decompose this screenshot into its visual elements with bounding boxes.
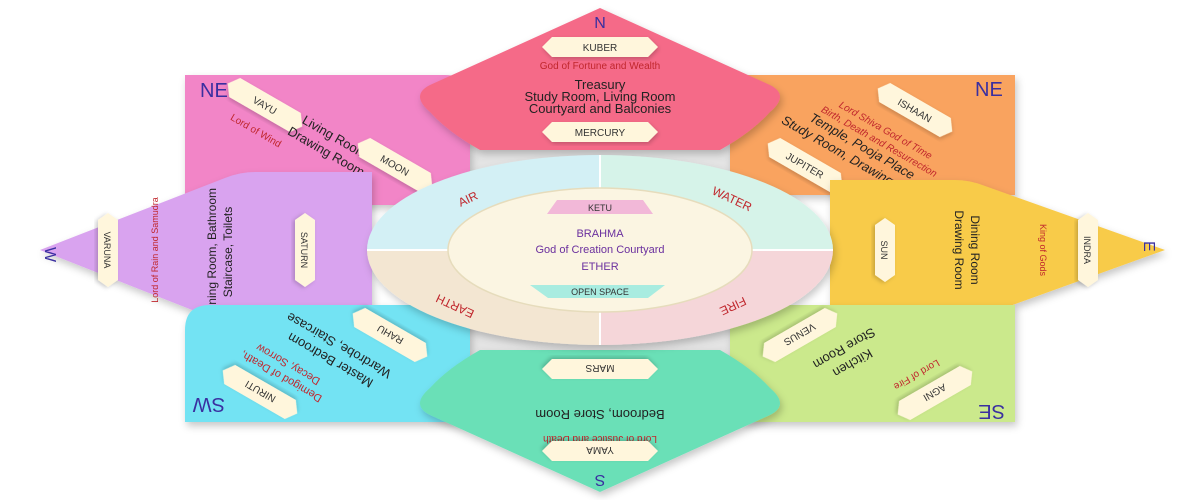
sector-west: W VARUNA Lord of Rain and Samudra Dining… xyxy=(40,172,372,330)
west-deity-pill xyxy=(98,213,118,287)
southwest-deity-pill xyxy=(222,364,298,420)
center-top-badge: KETU xyxy=(588,203,612,213)
center-subtitle: God of Creation Courtyard xyxy=(535,244,664,256)
north-direction: N xyxy=(594,15,606,32)
northeast-planet-pill xyxy=(767,137,843,193)
sector-north-shape xyxy=(420,8,780,150)
north-room1: Treasury xyxy=(575,77,626,92)
west-planet: SATURN xyxy=(299,232,309,268)
west-room1: Dining Room, Bathroom xyxy=(205,188,219,316)
center-title: BRAHMA xyxy=(576,228,624,240)
south-planet: MARS xyxy=(585,362,614,373)
sector-south: MARS Bedroom, Store Room Lord of Justice… xyxy=(420,350,780,492)
northeast-deity-pill xyxy=(877,82,953,138)
south-desc: Lord of Justice and Death xyxy=(543,433,657,444)
west-direction: W xyxy=(41,247,58,263)
west-room2: Staircase, Toilets xyxy=(221,207,235,298)
sector-west-shape xyxy=(40,172,372,330)
south-deity-pill xyxy=(542,441,658,461)
east-deity-pill xyxy=(1078,213,1098,287)
south-direction: S xyxy=(595,471,606,488)
south-room1: Bedroom, Store Room xyxy=(535,407,664,422)
west-desc: Lord of Rain and Samudra xyxy=(150,197,160,303)
center-bottom-badge-shape xyxy=(530,285,665,298)
east-deity: INDRA xyxy=(1082,236,1092,264)
west-deity: VARUNA xyxy=(102,232,112,269)
sector-south-shape xyxy=(420,350,780,492)
east-planet-pill xyxy=(875,218,895,282)
sector-east: E INDRA King of Gods Dining Room Drawing… xyxy=(830,180,1165,322)
north-deity-pill xyxy=(542,37,658,57)
east-desc: King of Gods xyxy=(1038,224,1048,277)
sector-southwest: SW NIRUTI Demigod of Death, Decay, Sorro… xyxy=(185,305,470,422)
southwest-planet-pill xyxy=(352,307,428,363)
northwest-direction: NE xyxy=(200,80,228,102)
west-planet-pill xyxy=(295,213,315,287)
east-planet: SUN xyxy=(879,240,889,259)
north-planet-pill xyxy=(542,122,658,142)
center-bottom-badge: OPEN SPACE xyxy=(571,287,629,297)
southeast-planet-pill xyxy=(762,307,838,363)
south-planet-pill xyxy=(542,359,658,379)
southwest-direction: SW xyxy=(193,393,225,415)
southeast-direction: SE xyxy=(978,400,1005,422)
center-element: ETHER xyxy=(581,261,618,273)
northeast-direction: NE xyxy=(975,79,1003,101)
center-circle xyxy=(447,187,753,313)
north-deity: KUBER xyxy=(583,43,617,54)
north-room2: Study Room, Living Room xyxy=(524,89,675,104)
sector-north: N KUBER God of Fortune and Wealth Treasu… xyxy=(420,8,780,150)
east-direction: E xyxy=(1140,241,1157,252)
north-room3: Courtyard and Balconies xyxy=(529,101,672,116)
center-top-badge-shape xyxy=(547,200,653,214)
sector-southeast: SE AGNI Lord of Fire Kitchen Store Room … xyxy=(730,305,1015,422)
north-desc: God of Fortune and Wealth xyxy=(540,61,660,72)
northwest-planet-pill xyxy=(357,137,433,193)
northwest-deity-pill xyxy=(227,77,303,133)
north-planet: MERCURY xyxy=(575,128,626,139)
east-room2: Drawing Room xyxy=(952,210,966,289)
southeast-deity-pill xyxy=(897,365,973,421)
south-deity: YAMA xyxy=(586,444,614,455)
sector-east-shape xyxy=(830,180,1165,322)
east-room1: Dining Room xyxy=(968,215,982,284)
